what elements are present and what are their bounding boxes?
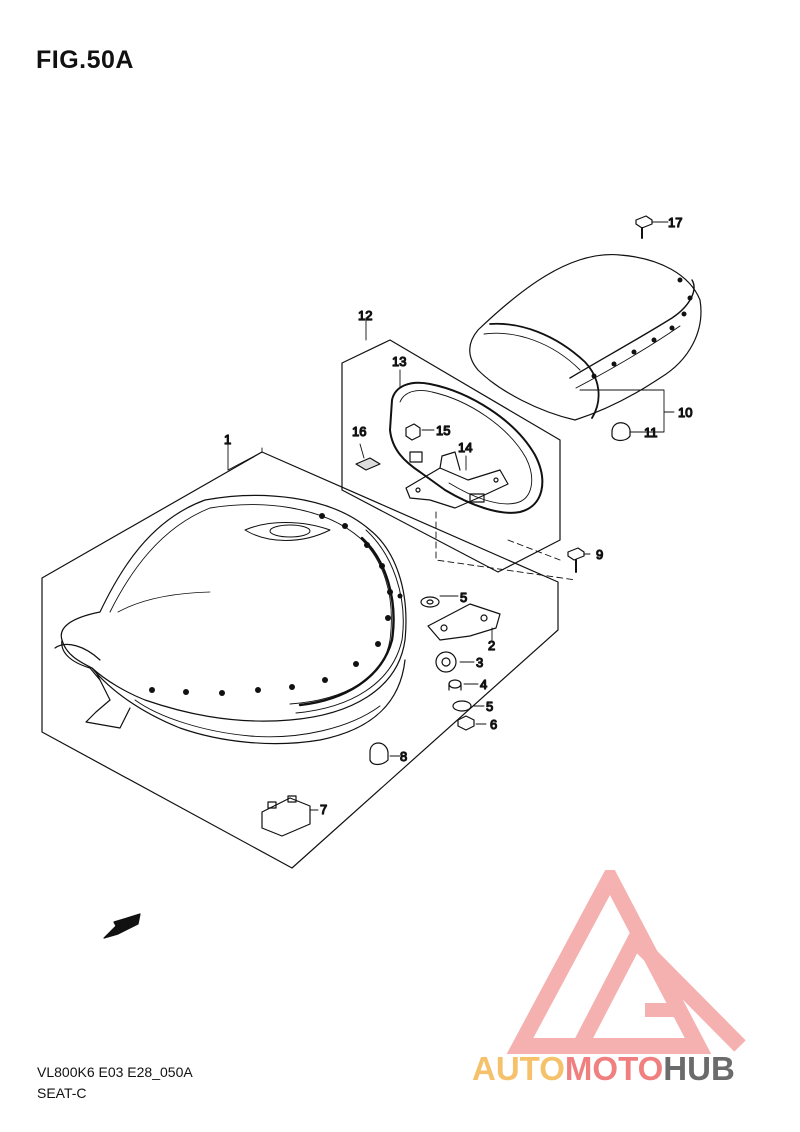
backrest-frame: [389, 381, 544, 514]
callout-11: 11: [644, 425, 658, 440]
plug-7: [261, 795, 311, 837]
watermark-hub: HUB: [663, 1050, 735, 1087]
watermark-moto: MOTO: [565, 1050, 663, 1087]
section-name: SEAT-C: [37, 1085, 87, 1101]
drawing-code: VL800K6 E03 E28_050A: [37, 1064, 193, 1080]
backrest-bracket: [405, 451, 509, 509]
callout-15: 15: [436, 423, 450, 438]
callout-7: 7: [320, 802, 327, 817]
callout-9: 9: [596, 547, 603, 562]
callout-5-lower: 5: [486, 699, 493, 714]
collar-4: [448, 679, 462, 691]
callout-13: 13: [392, 354, 406, 369]
seat-studs: [149, 513, 403, 696]
backrest-pad: [469, 254, 702, 421]
bolt-9: [567, 547, 585, 573]
logo-triangle-icon: [506, 870, 746, 1054]
callout-1: 1: [224, 432, 231, 447]
washer-5-lower: [452, 700, 472, 712]
backrest-studs: [591, 277, 693, 379]
callout-10: 10: [678, 405, 692, 420]
grommet-3: [435, 651, 457, 673]
cap-11: [611, 422, 631, 442]
callout-2: 2: [488, 638, 495, 653]
automotohub-logo: AUTOMOTOHUB: [472, 870, 746, 1087]
callout-6: 6: [490, 717, 497, 732]
front-seat: [54, 494, 407, 745]
callout-17: 17: [668, 215, 682, 230]
svg-text:AUTOMOTOHUB: AUTOMOTOHUB: [472, 1050, 735, 1087]
callout-5-upper: 5: [460, 590, 467, 605]
forward-arrow-icon: FWD: [103, 913, 141, 939]
callout-12: 12: [358, 308, 372, 323]
nut-6: [457, 715, 475, 731]
cushion-16: [355, 457, 381, 471]
figure-title: FIG.50A: [36, 46, 134, 74]
watermark-auto: AUTO: [472, 1050, 565, 1087]
callout-8: 8: [400, 749, 407, 764]
backrest-group-frame: [341, 339, 561, 573]
bracket-2: [427, 603, 501, 641]
cushion-8: [369, 742, 389, 766]
bolt-17: [635, 215, 653, 239]
callout-14: 14: [458, 440, 472, 455]
callout-4: 4: [480, 677, 487, 692]
callout-3: 3: [476, 655, 483, 670]
nut-15: [405, 423, 421, 441]
washer-5-upper: [420, 596, 440, 608]
leader-lines: [227, 221, 675, 811]
callout-16: 16: [352, 424, 366, 439]
